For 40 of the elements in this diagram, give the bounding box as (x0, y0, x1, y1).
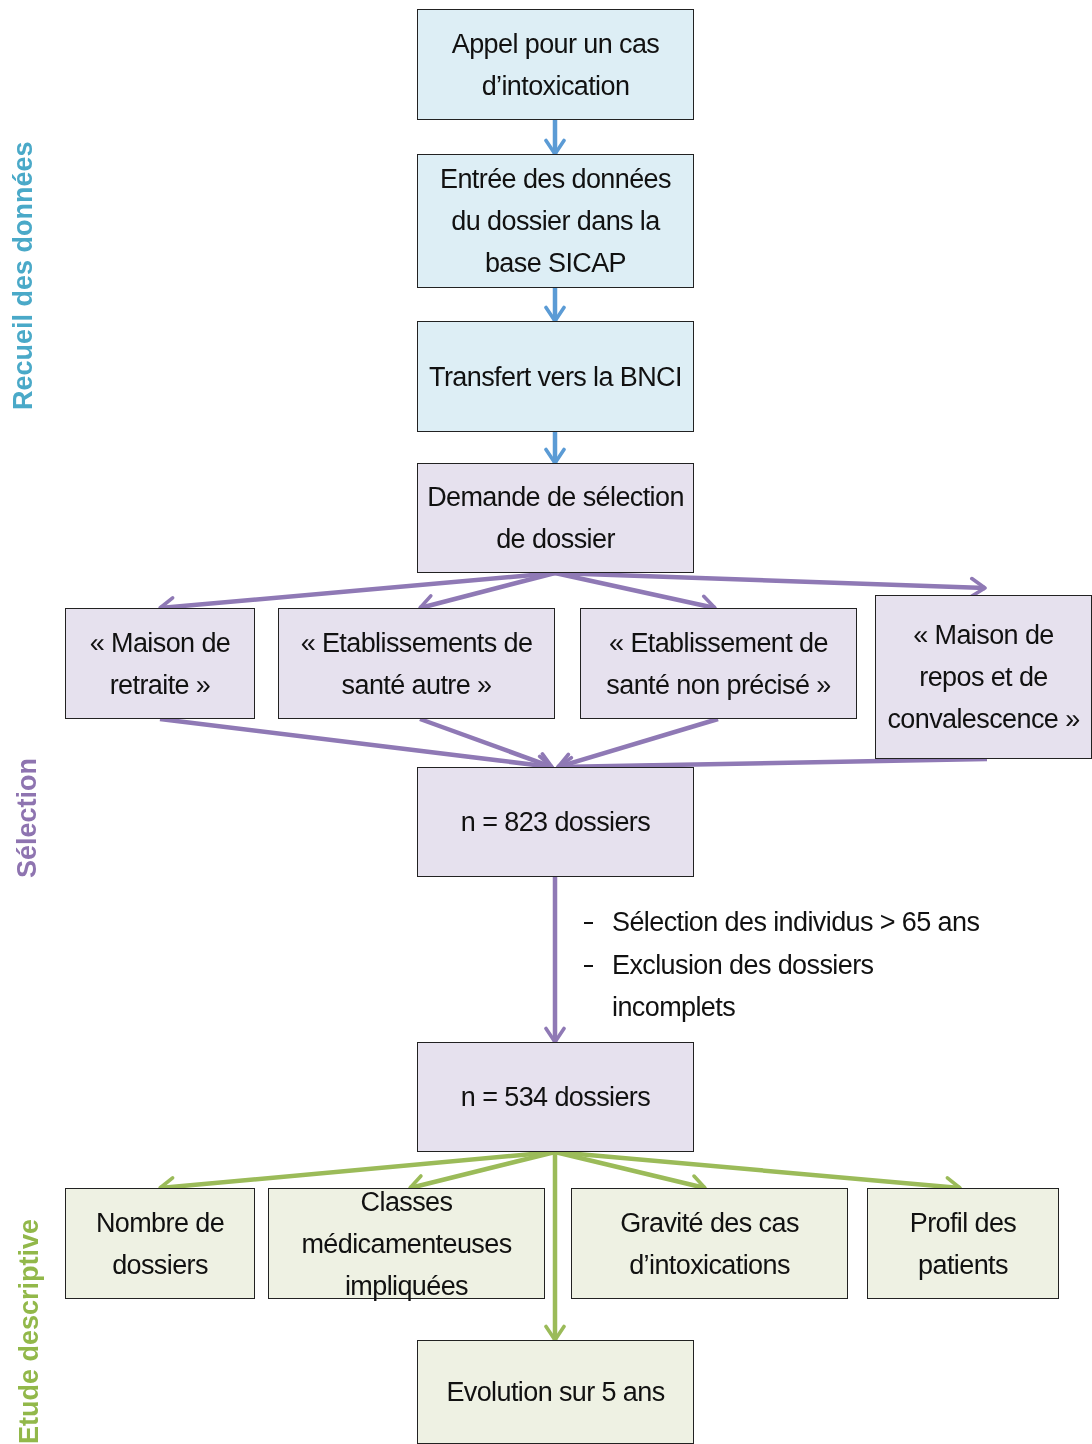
process-box (571, 1188, 848, 1299)
box-label: Demande de sélection de dossier (426, 481, 685, 556)
box-label: Entrée des données du dossier dans la base SICAP (439, 163, 672, 280)
process-box (417, 9, 694, 120)
section-label: Sélection (12, 757, 43, 878)
process-box (65, 1188, 255, 1299)
process-box (417, 463, 694, 573)
note-text: Sélection des individus > 65 ans (612, 906, 981, 939)
section-label: Recueil des données (8, 141, 39, 410)
box-label: Appel pour un cas d’intoxication (450, 27, 661, 103)
process-box (417, 321, 694, 432)
box-label: n = 823 dossiers (460, 806, 651, 839)
process-box (417, 154, 694, 288)
box-label: Classes médicamenteuses impliquées (300, 1185, 513, 1303)
process-box (65, 608, 255, 719)
box-label: « Maison de repos et de convalescence » (886, 619, 1081, 736)
process-box (875, 595, 1092, 759)
process-box (580, 608, 857, 719)
box-label: « Etablissements de santé autre » (299, 626, 534, 702)
note-text: Exclusion des dossiers incomplets (612, 949, 875, 1024)
box-label: Evolution sur 5 ans (446, 1376, 665, 1409)
box-label: n = 534 dossiers (460, 1081, 651, 1114)
box-label: Transfert vers la BNCI (429, 360, 682, 394)
box-label: « Etablissement de santé non précisé » (605, 626, 832, 702)
box-label: Profil des patients (908, 1206, 1018, 1282)
section-label: Etude descriptive (14, 1218, 45, 1444)
box-label: « Maison de retraite » (88, 626, 232, 702)
box-label: Nombre de dossiers (94, 1206, 226, 1282)
process-box (278, 608, 555, 719)
arrow (544, 877, 566, 1044)
process-box (268, 1188, 545, 1299)
arrow (544, 120, 566, 156)
arrow (544, 432, 566, 465)
process-box (867, 1188, 1059, 1299)
arrow (544, 288, 566, 323)
process-box (417, 1340, 694, 1444)
box-label: Gravité des cas d’intoxications (619, 1206, 800, 1282)
arrow (544, 1152, 566, 1342)
process-box (417, 767, 694, 877)
process-box (417, 1042, 694, 1152)
